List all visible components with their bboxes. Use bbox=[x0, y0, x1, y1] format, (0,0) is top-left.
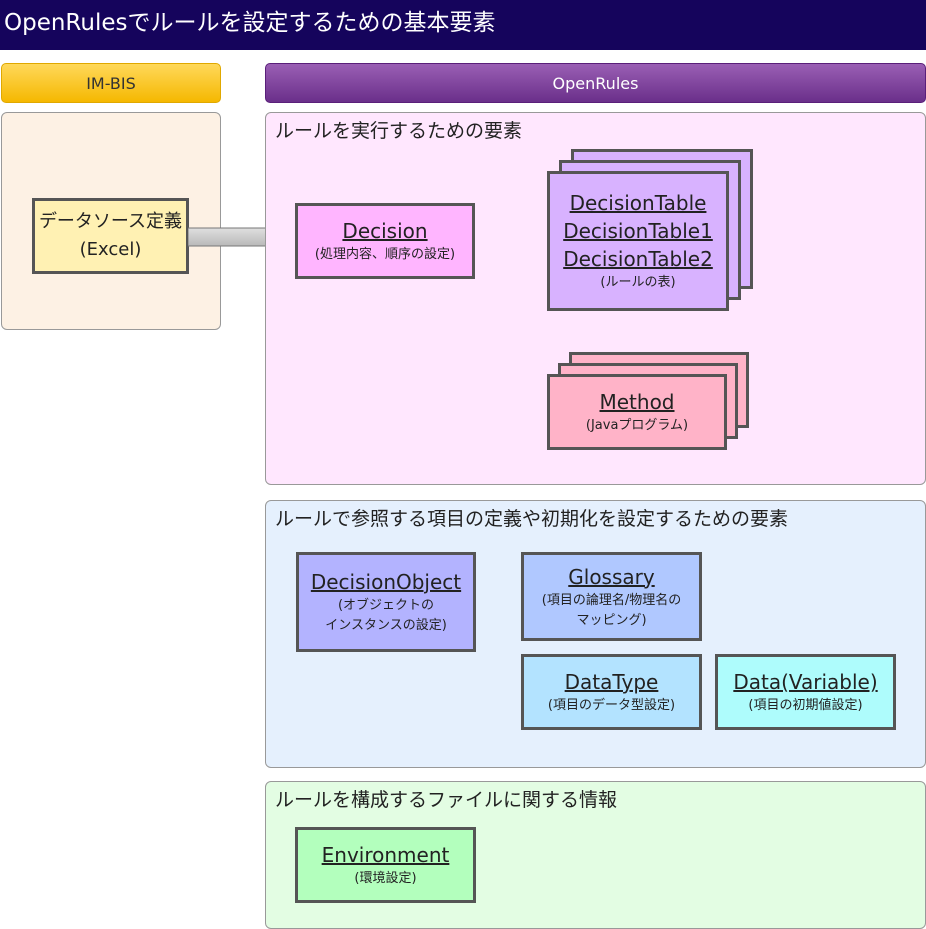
decision-object-box: DecisionObject (オブジェクトの インスタンスの設定) bbox=[296, 552, 476, 652]
data-variable-box: Data(Variable) (項目の初期値設定) bbox=[715, 654, 896, 730]
glossary-desc-2: マッピング) bbox=[576, 612, 647, 628]
data-type-box: DataType (項目のデータ型設定) bbox=[521, 654, 702, 730]
decision-desc: (処理内容、順序の設定) bbox=[314, 247, 456, 262]
imbis-header: IM-BIS bbox=[1, 63, 221, 103]
data-variable-desc: (項目の初期値設定) bbox=[748, 698, 863, 713]
glossary-desc-1: (項目の論理名/物理名の bbox=[541, 592, 682, 608]
execution-section-title: ルールを実行するための要素 bbox=[275, 120, 523, 142]
data-variable-name: Data(Variable) bbox=[733, 670, 878, 694]
decision-table-name: DecisionTable bbox=[569, 191, 707, 215]
environment-name: Environment bbox=[321, 843, 450, 867]
glossary-name: Glossary bbox=[568, 564, 655, 589]
file-section-title: ルールを構成するファイルに関する情報 bbox=[275, 789, 618, 811]
page-title: OpenRulesでルールを設定するための基本要素 bbox=[0, 0, 926, 50]
decision-object-name: DecisionObject bbox=[310, 570, 462, 594]
method-box: Method (Javaプログラム) bbox=[547, 374, 727, 450]
data-type-desc: (項目のデータ型設定) bbox=[547, 698, 676, 713]
openrules-header: OpenRules bbox=[265, 63, 926, 103]
definition-section-title: ルールで参照する項目の定義や初期化を設定するための要素 bbox=[275, 508, 789, 530]
decision-name: Decision bbox=[342, 219, 428, 243]
datasource-definition-box: データソース定義 (Excel) bbox=[32, 198, 189, 274]
method-name: Method bbox=[599, 390, 675, 414]
environment-box: Environment (環境設定) bbox=[295, 827, 476, 903]
decision-box: Decision (処理内容、順序の設定) bbox=[295, 203, 475, 279]
glossary-box: Glossary (項目の論理名/物理名の マッピング) bbox=[521, 552, 702, 641]
decision-table-desc: (ルールの表) bbox=[600, 275, 676, 290]
decision-table1-name: DecisionTable1 bbox=[563, 219, 713, 243]
data-type-name: DataType bbox=[564, 670, 659, 694]
decision-object-desc-1: (オブジェクトの bbox=[337, 598, 435, 613]
datasource-format-label: (Excel) bbox=[79, 239, 142, 260]
environment-desc: (環境設定) bbox=[354, 871, 417, 886]
datasource-definition-label: データソース定義 bbox=[38, 211, 183, 232]
method-desc: (Javaプログラム) bbox=[585, 418, 689, 433]
decision-table2-name: DecisionTable2 bbox=[563, 247, 713, 271]
decision-object-desc-2: インスタンスの設定) bbox=[325, 618, 447, 633]
decision-table-box: DecisionTable DecisionTable1 DecisionTab… bbox=[547, 171, 729, 311]
